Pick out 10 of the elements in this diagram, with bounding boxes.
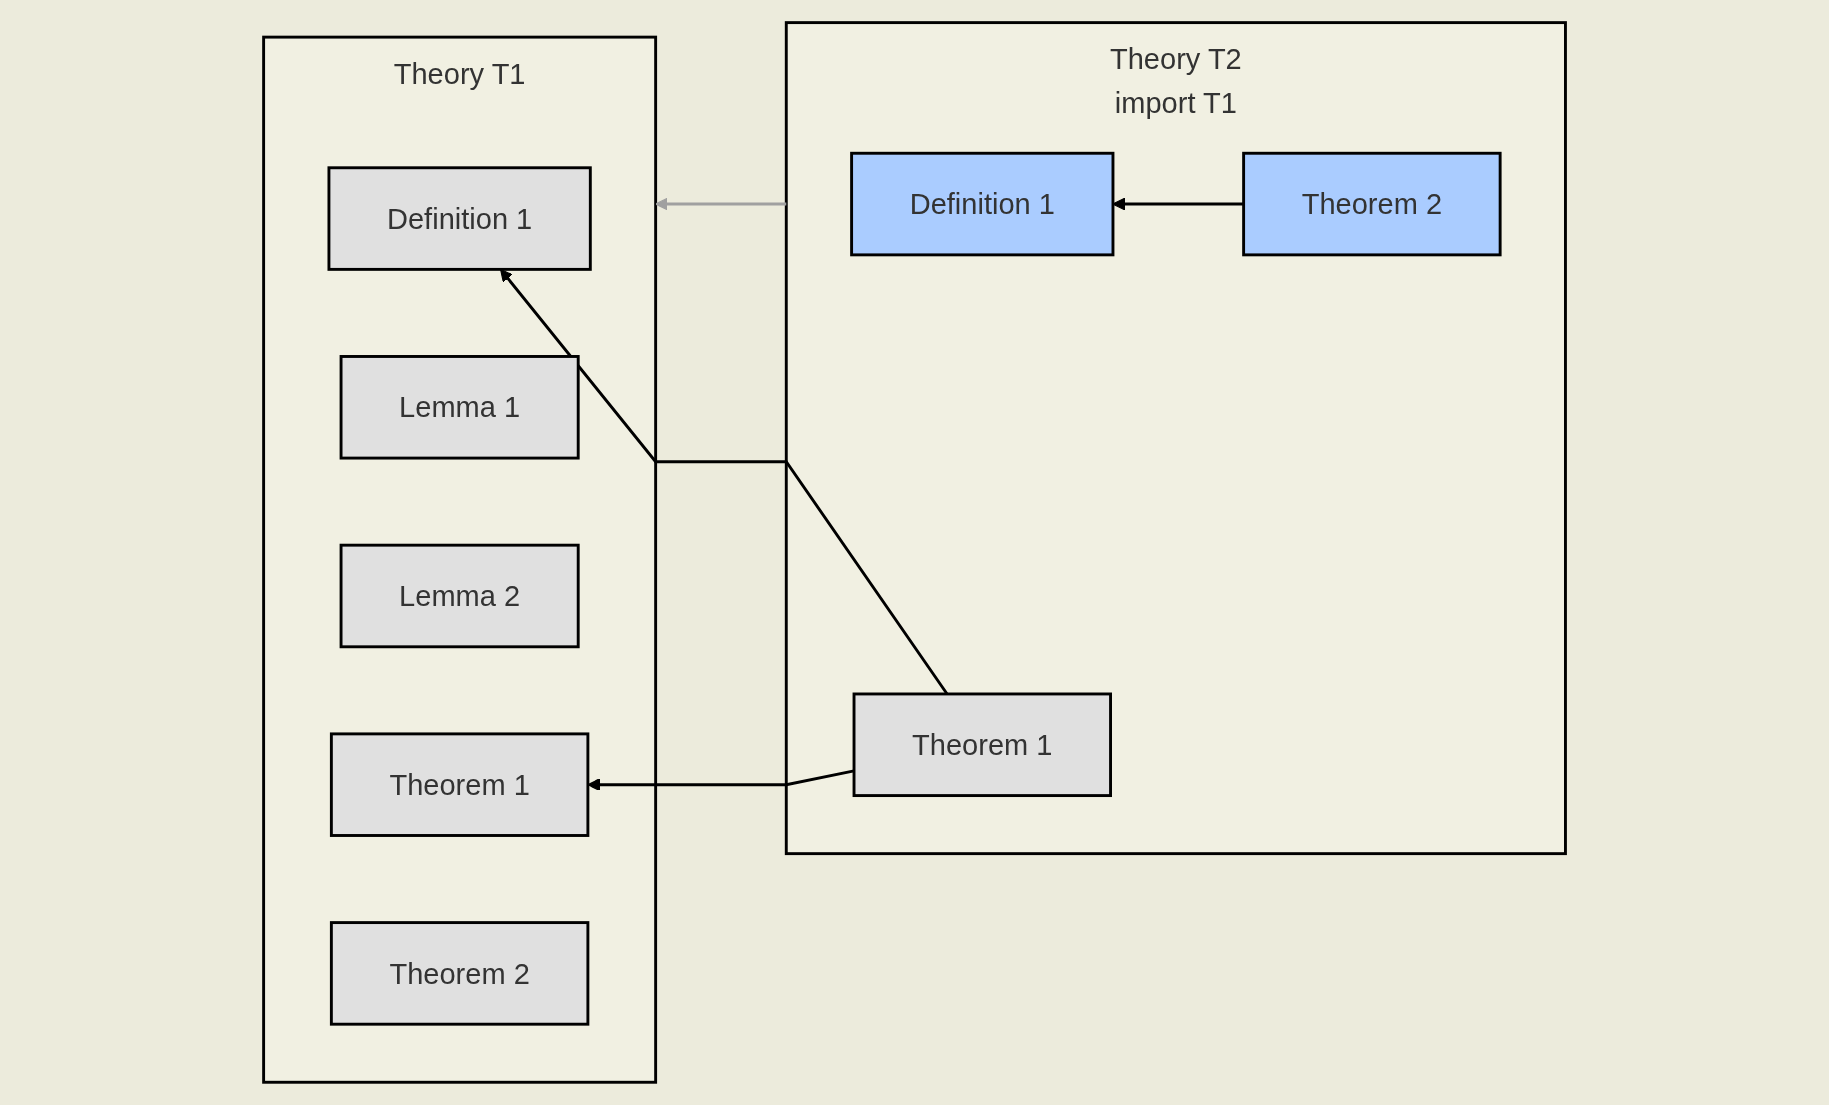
- node-box: Theorem 1: [329, 732, 590, 837]
- node-box: Theorem 1: [852, 692, 1112, 798]
- node-box: Definition 1: [327, 166, 592, 271]
- node-box: Lemma 1: [339, 355, 580, 460]
- arrow: [655, 197, 787, 211]
- node-box: Theorem 2: [1242, 151, 1502, 257]
- node-box: Definition 1: [850, 151, 1115, 257]
- arrow: [1112, 197, 1244, 211]
- node-box: Theorem 2: [329, 921, 590, 1026]
- node-box: Lemma 2: [339, 543, 580, 649]
